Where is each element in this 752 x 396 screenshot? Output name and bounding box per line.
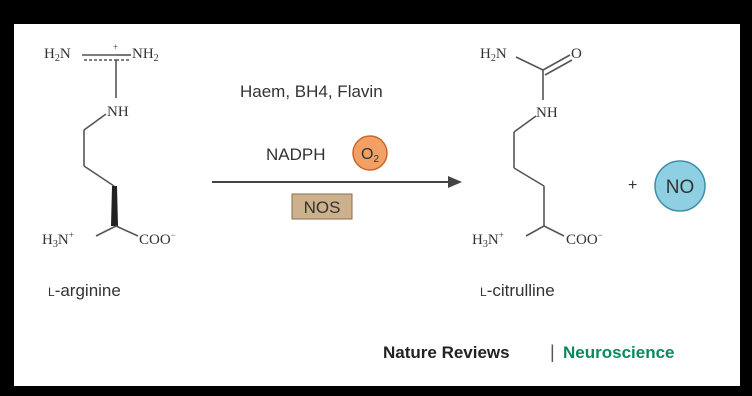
citrulline-bond-calpha-coo [543, 225, 565, 237]
citrulline-structure: H2N O NH H3N+ COO− L-citrulline [472, 46, 603, 300]
oxygen-circle [353, 136, 387, 170]
credit-separator: | [550, 342, 555, 362]
arginine-h3n: H3N+ [42, 230, 74, 250]
credit-journal: Nature Reviews [383, 343, 510, 362]
nadph-label: NADPH [266, 145, 326, 164]
arginine-chain-bond-3 [83, 165, 115, 187]
nos-box [292, 194, 352, 219]
no-circle-outline [654, 160, 706, 212]
arginine-plus-charge: + [113, 42, 118, 52]
no-circle [655, 161, 705, 211]
arginine-nh: NH [107, 104, 129, 120]
arginine-bond-calpha-coo [115, 225, 139, 237]
citrulline-bond-n-c [515, 56, 544, 71]
white-panel [14, 24, 740, 386]
arginine-wedge-bond [111, 186, 118, 226]
arginine-label: L-arginine [48, 281, 121, 300]
journal-credit: Nature Reviews | Neuroscience [383, 342, 675, 362]
oxygen-circle-outline [352, 135, 388, 171]
citrulline-label: L-citrulline [480, 281, 555, 300]
nos-box-outline [291, 193, 353, 220]
arginine-h2n-left: H2N [44, 46, 71, 64]
citrulline-double-bond [544, 59, 573, 76]
citrulline-bond-n-calpha [525, 225, 545, 237]
citrulline-nh: NH [536, 105, 558, 121]
citrulline-bond-c-o [542, 54, 571, 71]
reaction-arrow-head [448, 176, 462, 188]
credit-section: Neuroscience [563, 343, 675, 362]
arginine-structure: H2N NH2 + NH H3N+ COO− L-arginine [42, 42, 176, 300]
citrulline-chain-bond-1 [513, 115, 537, 133]
arginine-nh2-right: NH2 [132, 46, 159, 64]
arginine-coo: COO− [139, 230, 176, 248]
reaction-conditions: Haem, BH4, Flavin NADPH O2 NOS [212, 82, 462, 220]
arginine-chain-bond-1 [83, 113, 107, 131]
citrulline-chain-bond-3 [513, 167, 545, 187]
citrulline-h2n: H2N [480, 46, 507, 64]
citrulline-o: O [571, 46, 582, 62]
citrulline-coo: COO− [566, 230, 603, 248]
no-label: NO [666, 177, 695, 198]
arginine-bond-n-calpha [95, 225, 117, 237]
plus-sign: + [628, 177, 637, 194]
citrulline-h3n: H3N+ [472, 230, 504, 250]
cofactors-label: Haem, BH4, Flavin [240, 82, 383, 101]
nos-label: NOS [304, 198, 341, 217]
